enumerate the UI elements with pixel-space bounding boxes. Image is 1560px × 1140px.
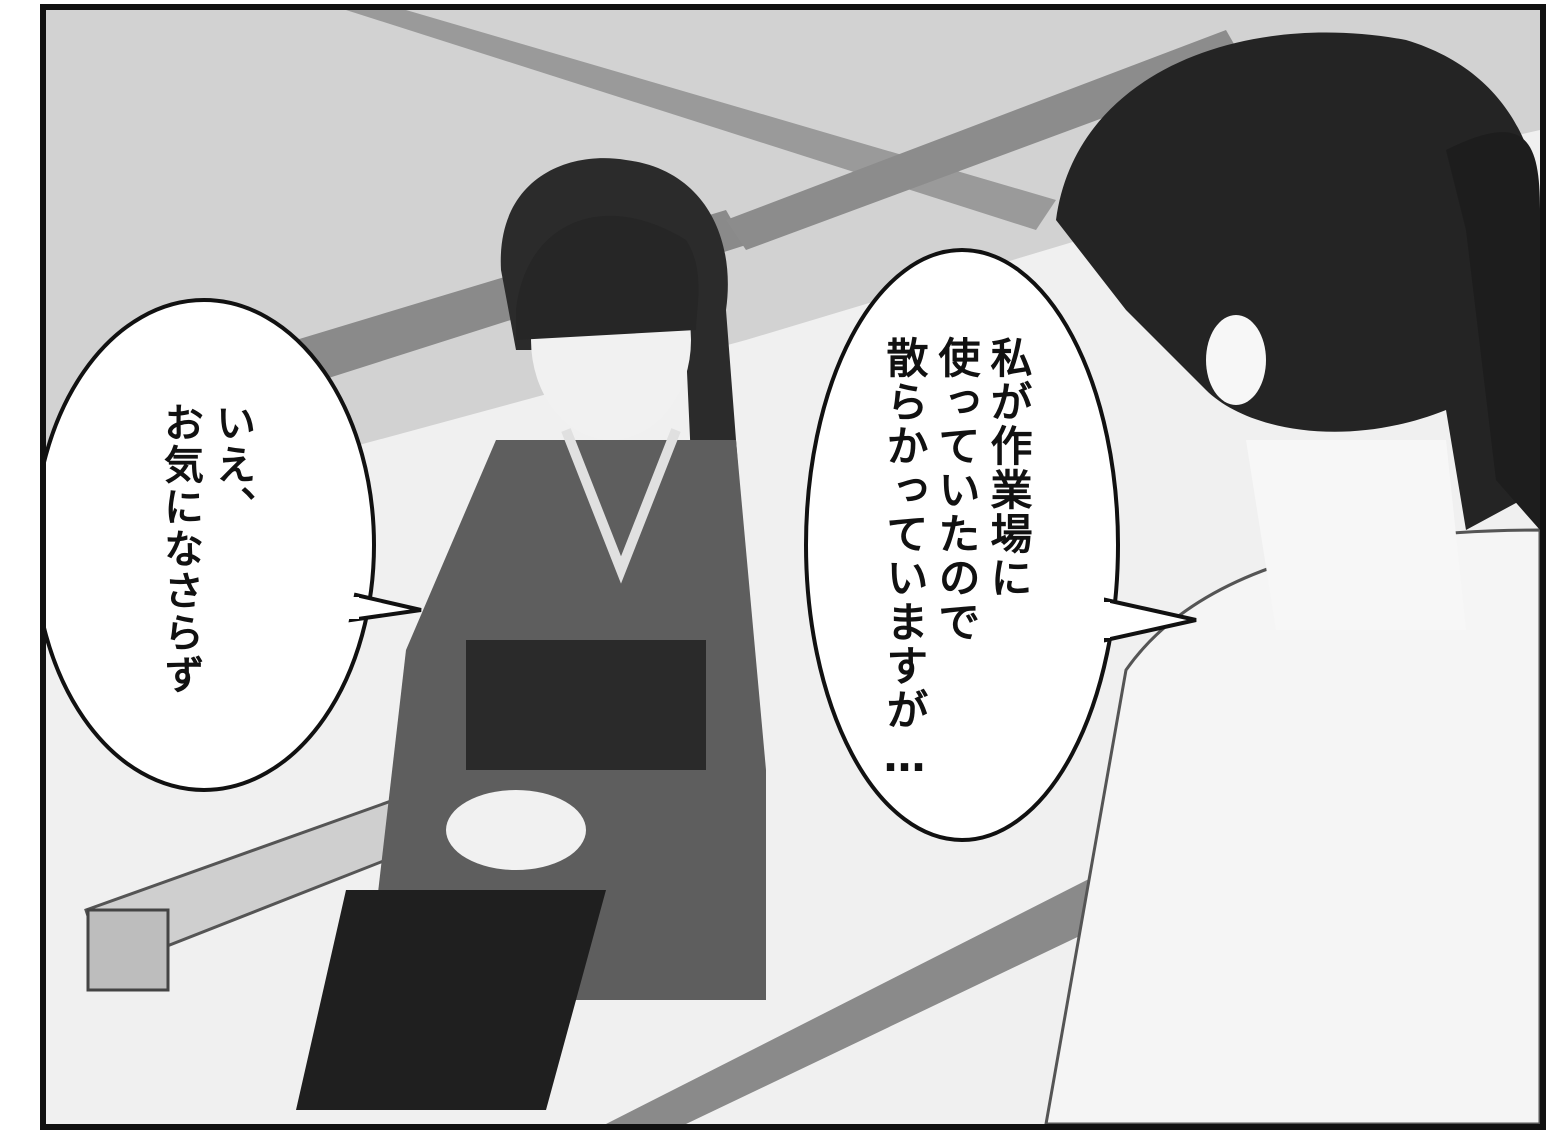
speech-bubble-right xyxy=(804,248,1120,842)
speech-text-left: いえ、 お気になさらず xyxy=(154,402,258,696)
panel-artwork xyxy=(46,10,1540,1124)
speech-left-line-1: いえ、 xyxy=(209,402,255,528)
boy-neck xyxy=(1246,440,1466,630)
girl-obi xyxy=(466,640,706,770)
girl-figure xyxy=(296,158,766,1110)
comic-panel: 私が作業場に 使っていたので 散らかっていますが… いえ、 お気になさらず xyxy=(40,4,1546,1130)
speech-right-line-2: 使っていたので xyxy=(932,336,981,644)
girl-legs xyxy=(296,890,606,1110)
speech-right-line-1: 私が作業場に xyxy=(984,336,1033,600)
speech-bubble-left xyxy=(46,298,376,792)
girl-collar xyxy=(561,428,681,584)
floor-edge-bottom xyxy=(606,850,1176,1124)
tatami-edge-cross-b xyxy=(726,30,1246,250)
boy-ponytail xyxy=(1446,132,1540,530)
boy-ear xyxy=(1206,315,1266,405)
boy-figure xyxy=(1044,32,1540,1124)
speech-text-right: 私が作業場に 使っていたので 散らかっていますが… xyxy=(878,336,1034,783)
speech-right-line-3: 散らかっていますが… xyxy=(880,336,929,783)
girl-bangs xyxy=(516,215,699,340)
girl-hands xyxy=(446,790,586,870)
sill-end xyxy=(86,908,170,992)
boy-hair xyxy=(1056,32,1540,530)
speech-left-line-2: お気になさらず xyxy=(157,402,203,696)
